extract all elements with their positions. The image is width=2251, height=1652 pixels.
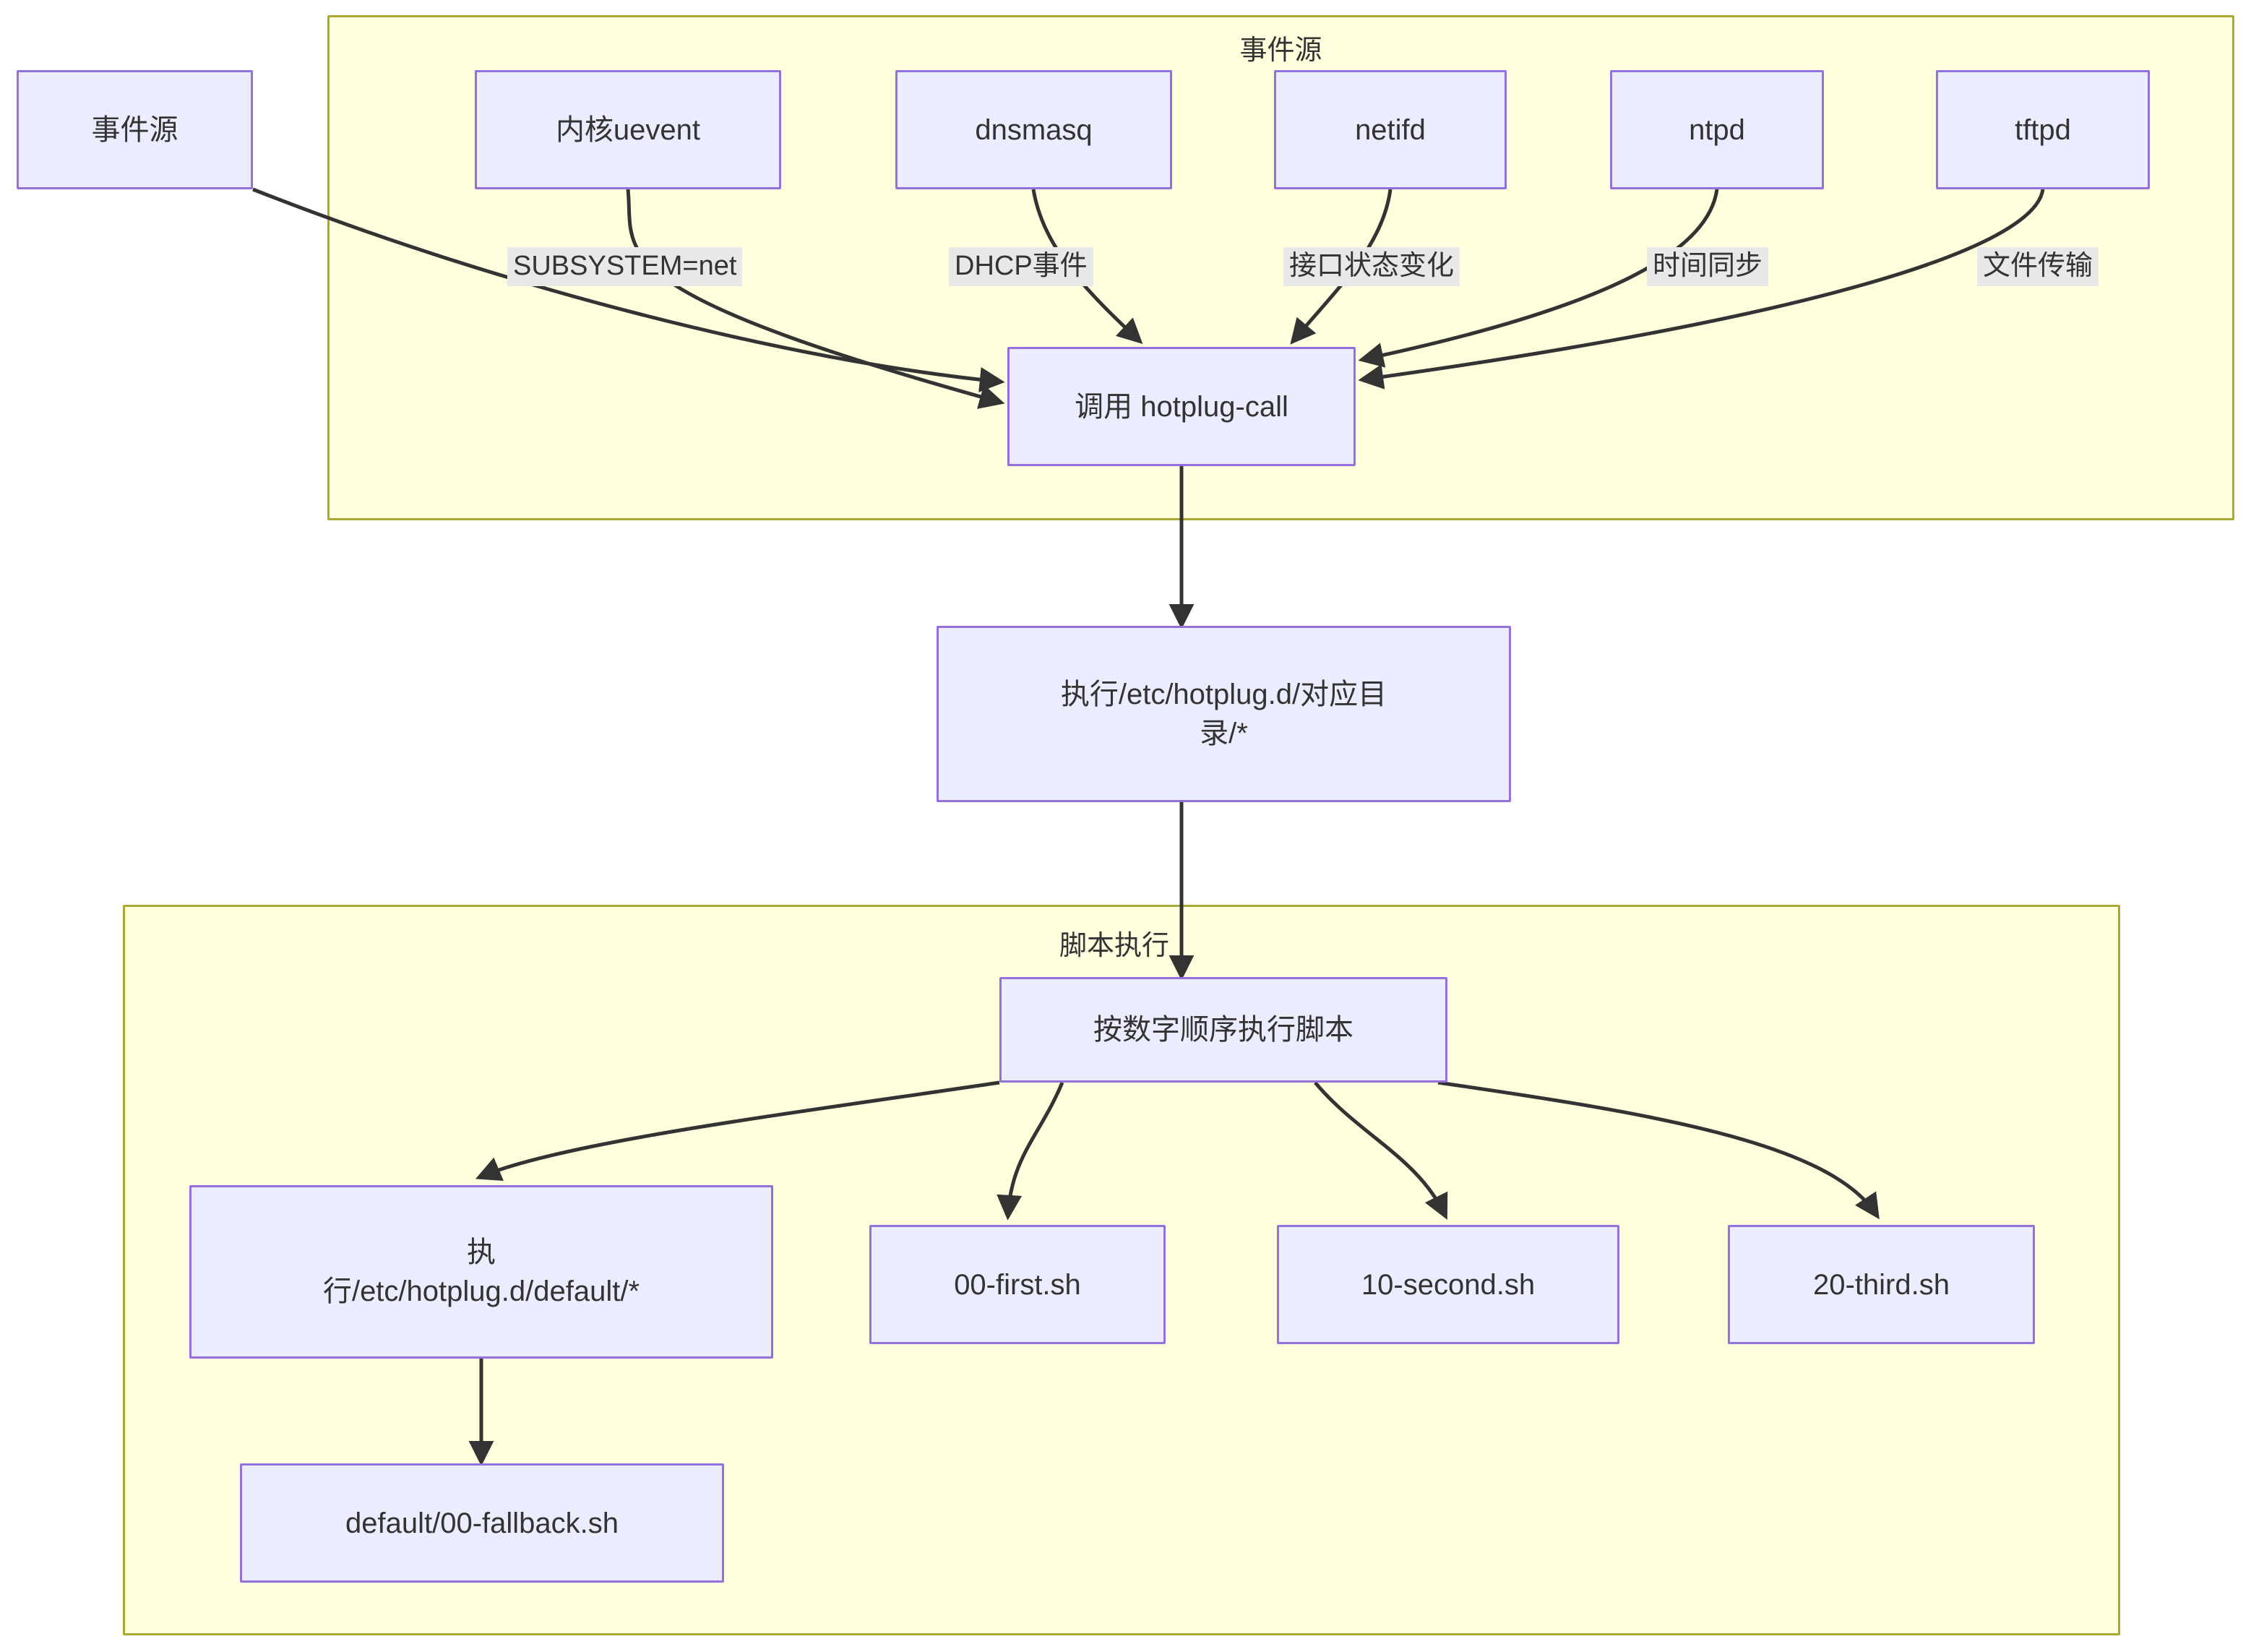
cluster-event-sources-title: 事件源 bbox=[1239, 35, 1322, 66]
edge-label-time-sync: 时间同步 bbox=[1647, 247, 1769, 286]
node-exec-hotplugd-dir-label: 执行/etc/hotplug.d/对应目 录/* bbox=[1060, 679, 1387, 749]
node-script-10-second-label: 10-second.sh bbox=[1361, 1268, 1536, 1301]
node-ntpd[interactable]: ntpd bbox=[1610, 70, 1824, 189]
node-script-00-first[interactable]: 00-first.sh bbox=[869, 1225, 1166, 1344]
node-script-20-third-label: 20-third.sh bbox=[1813, 1268, 1950, 1301]
node-hotplug-call[interactable]: 调用 hotplug-call bbox=[1007, 347, 1356, 466]
edge-label-iface-state-change: 接口状态变化 bbox=[1283, 247, 1460, 286]
node-event-source-root[interactable]: 事件源 bbox=[17, 70, 253, 189]
node-script-10-second[interactable]: 10-second.sh bbox=[1277, 1225, 1619, 1344]
node-script-00-first-label: 00-first.sh bbox=[954, 1268, 1081, 1301]
node-run-scripts-ordered[interactable]: 按数字顺序执行脚本 bbox=[999, 977, 1447, 1083]
node-tftpd[interactable]: tftpd bbox=[1936, 70, 2150, 189]
node-ntpd-label: ntpd bbox=[1689, 113, 1745, 146]
node-hotplug-call-label: 调用 hotplug-call bbox=[1075, 390, 1288, 423]
node-kernel-uevent-label: 内核uevent bbox=[555, 113, 701, 146]
node-run-scripts-ordered-label: 按数字顺序执行脚本 bbox=[1093, 1014, 1353, 1046]
edge-label-subsystem-net: SUBSYSTEM=net bbox=[507, 247, 743, 286]
node-netifd-label: netifd bbox=[1355, 113, 1426, 146]
node-exec-hotplugd-dir[interactable]: 执行/etc/hotplug.d/对应目 录/* bbox=[937, 626, 1511, 802]
node-dnsmasq-label: dnsmasq bbox=[975, 113, 1093, 146]
edge-label-file-transfer: 文件传输 bbox=[1977, 247, 2099, 286]
node-script-20-third[interactable]: 20-third.sh bbox=[1728, 1225, 2035, 1344]
node-exec-default-dir[interactable]: 执 行/etc/hotplug.d/default/* bbox=[189, 1185, 773, 1359]
node-script-default-fallback[interactable]: default/00-fallback.sh bbox=[240, 1463, 724, 1583]
node-exec-default-dir-label: 执 行/etc/hotplug.d/default/* bbox=[322, 1236, 640, 1307]
node-script-default-fallback-label: default/00-fallback.sh bbox=[345, 1507, 619, 1539]
node-netifd[interactable]: netifd bbox=[1274, 70, 1507, 189]
node-tftpd-label: tftpd bbox=[2015, 113, 2071, 146]
edge-label-dhcp-event: DHCP事件 bbox=[949, 247, 1093, 286]
node-kernel-uevent[interactable]: 内核uevent bbox=[475, 70, 781, 189]
cluster-script-execution-title: 脚本执行 bbox=[1059, 931, 1169, 961]
node-dnsmasq[interactable]: dnsmasq bbox=[895, 70, 1172, 189]
node-event-source-root-label: 事件源 bbox=[91, 113, 178, 146]
